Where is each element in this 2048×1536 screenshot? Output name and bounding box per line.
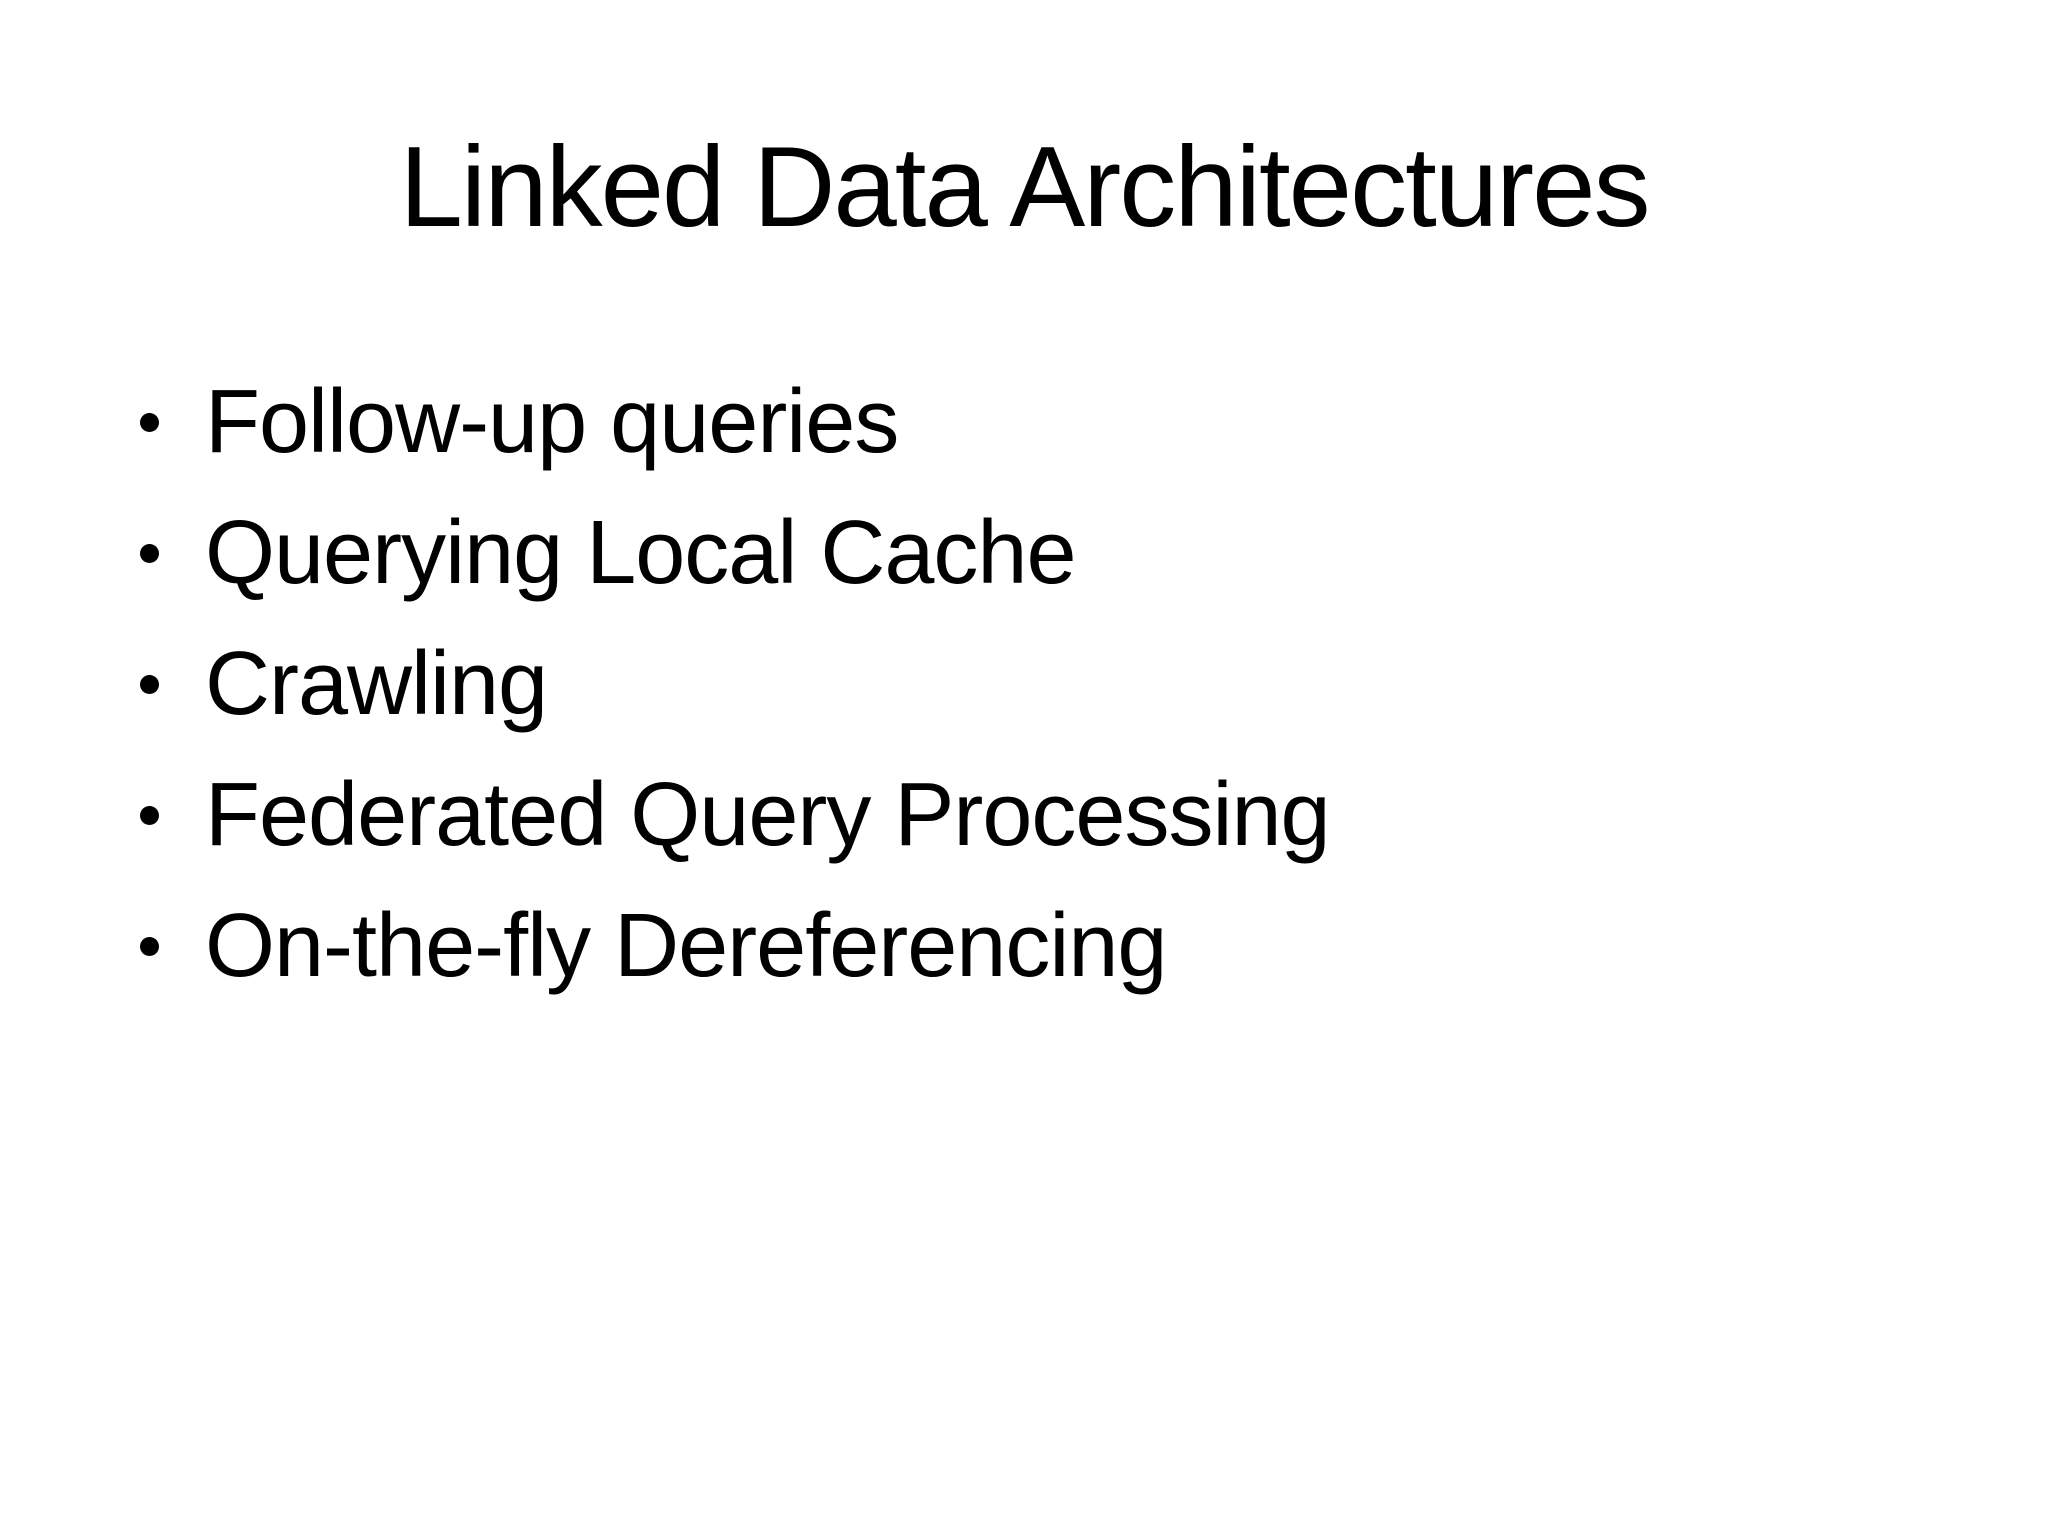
bullet-list: Follow-up queries Querying Local Cache C…	[140, 357, 2048, 1012]
bullet-item: Follow-up queries	[140, 357, 2048, 488]
bullet-text: Follow-up queries	[205, 371, 899, 472]
bullet-icon	[140, 805, 159, 825]
bullet-text: Querying Local Cache	[205, 502, 1077, 603]
bullet-item: Crawling	[140, 619, 2048, 750]
bullet-text: On-the-fly Dereferencing	[205, 895, 1167, 996]
bullet-item: Querying Local Cache	[140, 488, 2048, 619]
bullet-icon	[140, 936, 159, 956]
bullet-icon	[140, 674, 159, 694]
bullet-icon	[140, 543, 159, 563]
bullet-text: Crawling	[205, 633, 548, 734]
slide-title: Linked Data Architectures	[399, 124, 1650, 251]
bullet-icon	[140, 412, 159, 432]
bullet-text: Federated Query Processing	[205, 764, 1331, 865]
bullet-item: Federated Query Processing	[140, 750, 2048, 881]
bullet-item: On-the-fly Dereferencing	[140, 881, 2048, 1012]
